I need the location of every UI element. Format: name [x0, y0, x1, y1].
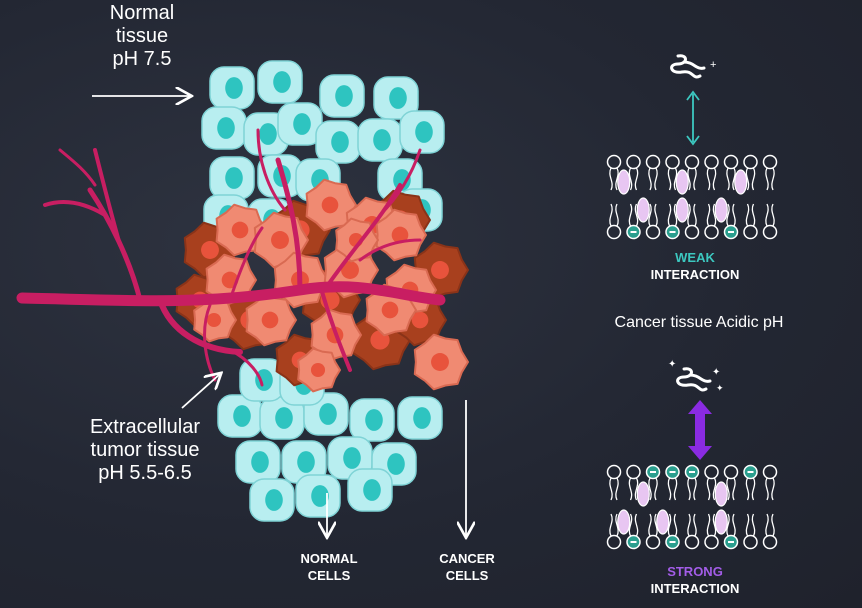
cancer-cell	[297, 347, 341, 393]
lipid-head	[645, 154, 661, 170]
svg-text:✦: ✦	[716, 383, 724, 393]
lipid-head	[606, 534, 622, 550]
lipid-head	[645, 534, 661, 550]
cancer-cells-line1: CANCER	[439, 551, 495, 566]
normal-cell	[397, 396, 443, 440]
lipid-head	[723, 154, 739, 170]
normal-tissue-line1: Normal	[109, 2, 175, 24]
lipid-head	[704, 464, 719, 480]
normal-cell	[249, 478, 295, 522]
membrane-protein	[636, 197, 650, 223]
cancer-cells-label: CANCER CELLS	[420, 550, 514, 584]
lipid-head	[665, 154, 680, 170]
normal-cell	[209, 156, 255, 200]
normal-cell	[319, 74, 365, 118]
lipid-head	[626, 464, 641, 480]
membrane-icon-weak	[606, 154, 778, 240]
normal-tissue-line2: tissue	[115, 25, 169, 47]
membrane-protein	[675, 197, 689, 223]
lipid-head	[723, 464, 739, 480]
arrow-to-tumor-tissue	[181, 374, 220, 409]
normal-tissue-label: Normal tissue pH 7.5	[92, 2, 192, 71]
membrane-protein	[617, 509, 631, 535]
normal-cells-label: NORMAL CELLS	[284, 550, 374, 584]
lipid-head	[684, 534, 700, 550]
membrane-protein	[734, 169, 748, 195]
membrane-protein	[714, 197, 728, 223]
double-arrow-icon-strong	[688, 400, 712, 460]
normal-cell	[373, 76, 419, 120]
normal-cell	[349, 398, 395, 442]
normal-tissue-line3: pH 7.5	[112, 48, 172, 70]
normal-cell	[357, 118, 403, 162]
weak-word: WEAK	[675, 250, 715, 265]
normal-cells-line2: CELLS	[307, 568, 351, 583]
normal-cell	[295, 474, 341, 518]
normal-cell	[209, 66, 255, 110]
lipid-head	[743, 224, 758, 240]
svg-text:+: +	[710, 59, 716, 71]
cancer-acidic-label: Cancer tissue Acidic pH	[614, 314, 784, 331]
strong-word: STRONG	[667, 564, 723, 579]
strong-interaction-label: STRONG INTERACTION	[622, 563, 768, 597]
weak-interaction-label: WEAK INTERACTION	[622, 249, 768, 283]
lipid-head	[762, 534, 778, 550]
lipid-head	[704, 534, 719, 550]
lipid-head	[606, 464, 622, 480]
lipid-head	[606, 154, 622, 170]
membrane-protein	[656, 509, 670, 535]
membrane-protein	[714, 509, 728, 535]
extracellular-line2: tumor tissue	[90, 439, 200, 461]
normal-cell	[201, 106, 247, 150]
double-arrow-icon	[686, 90, 700, 146]
weak-interaction-word: INTERACTION	[650, 267, 740, 282]
svg-text:✦: ✦	[712, 367, 720, 378]
normal-cells-line1: NORMAL	[300, 551, 358, 566]
lipid-head	[684, 154, 700, 170]
normal-cell	[281, 440, 327, 484]
lipid-head	[704, 224, 719, 240]
lipid-head	[762, 154, 778, 170]
cancer-cells-line2: CELLS	[445, 568, 489, 583]
membrane-protein	[714, 481, 728, 507]
membrane-icon-strong	[606, 464, 778, 550]
normal-cell	[217, 394, 263, 438]
normal-cell	[347, 468, 393, 512]
normal-cell	[243, 112, 289, 156]
cancer-cell	[413, 333, 469, 391]
peptide-icon: +	[670, 54, 716, 79]
lipid-head	[645, 224, 661, 240]
cancer-cell	[375, 208, 427, 262]
membrane-protein	[636, 481, 650, 507]
normal-cell	[315, 120, 361, 164]
blood-vessel	[16, 128, 446, 387]
strong-interaction-word: INTERACTION	[650, 581, 740, 596]
lipid-head	[762, 464, 778, 480]
extracellular-label: Extracellular tumor tissue pH 5.5-6.5	[62, 416, 228, 485]
lipid-head	[606, 224, 622, 240]
normal-cell	[235, 440, 281, 484]
cancer-cell	[245, 293, 297, 347]
membrane-protein	[617, 169, 631, 195]
svg-text:✦: ✦	[668, 359, 676, 370]
extracellular-line3: pH 5.5-6.5	[98, 462, 192, 484]
lipid-head	[704, 154, 719, 170]
extracellular-line1: Extracellular	[89, 416, 201, 438]
membrane-protein	[675, 169, 689, 195]
normal-cell	[257, 60, 303, 104]
peptide-icon-sparkle: ✦ ✦ ✦	[668, 359, 724, 393]
lipid-head	[743, 154, 758, 170]
lipid-head	[743, 534, 758, 550]
lipid-head	[626, 154, 641, 170]
lipid-head	[762, 224, 778, 240]
lipid-head	[684, 224, 700, 240]
normal-cell	[399, 110, 445, 154]
